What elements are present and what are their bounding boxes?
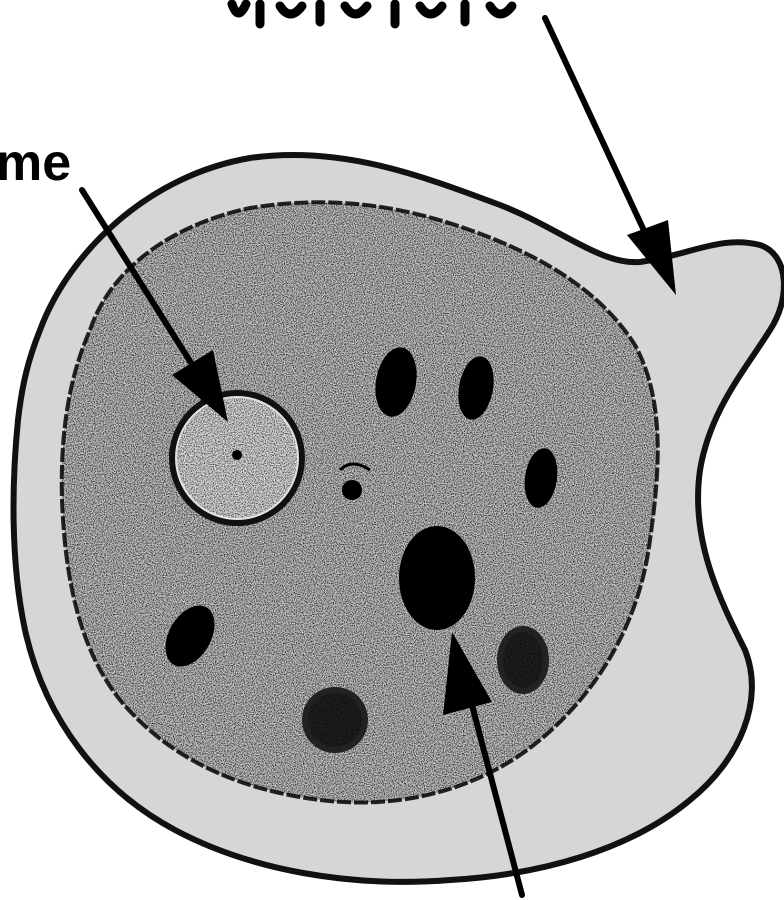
small-vacuole (342, 480, 362, 500)
top-label-fragment (228, 0, 528, 28)
nucleus (172, 393, 302, 523)
contractile-vacuole (399, 526, 475, 630)
arrow-pseudopod (545, 18, 660, 265)
left-label-fragment: me (0, 134, 71, 192)
